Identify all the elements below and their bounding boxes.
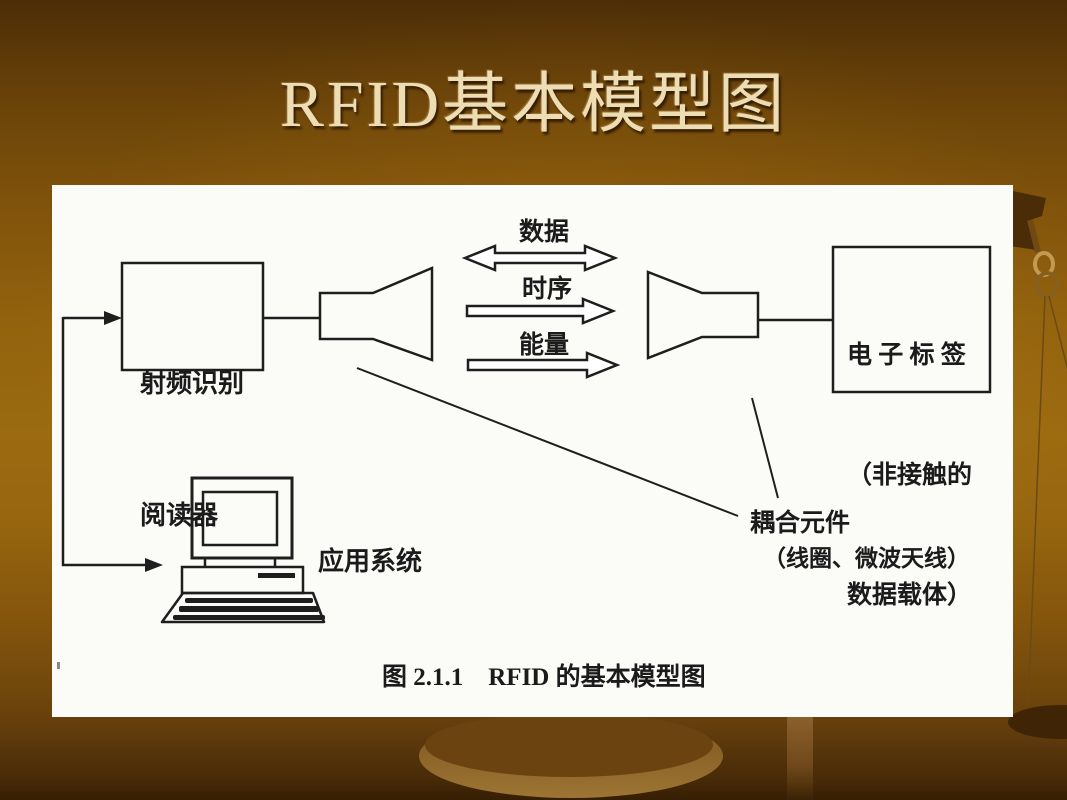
reader-input-arrowhead-icon <box>104 311 122 325</box>
keyboard-row <box>185 598 313 603</box>
diagram-panel: 射频识别 阅读器 数据 时序 能量 电 子 标 签 （非接触的 数据载体） 耦合… <box>52 185 1013 717</box>
reader-box-line2: 阅读器 <box>140 501 219 530</box>
tag-box-label: 电 子 标 签 （非接触的 数据载体） <box>847 256 972 696</box>
reader-box <box>120 261 265 372</box>
horn-antenna-right-icon <box>646 270 760 360</box>
scale-ring-icon <box>1035 271 1059 299</box>
timing-arrow-icon <box>465 297 617 325</box>
figure-caption: 图 2.1.1 RFID 的基本模型图 <box>382 664 706 691</box>
slide-title: RFID基本模型图 <box>279 68 788 141</box>
arrow-label-timing: 时序 <box>521 276 572 303</box>
keyboard-outline <box>160 591 326 624</box>
coupling-label-line2: （线圈、微波天线） <box>763 546 970 571</box>
keyboard-row <box>173 615 325 620</box>
reader-box-label: 射频识别 阅读器 <box>140 274 244 626</box>
scan-speck <box>57 662 60 669</box>
diagram-linework <box>57 244 992 669</box>
coupling-label-line1: 耦合元件 <box>750 510 851 537</box>
tag-box <box>831 245 992 394</box>
monitor-neck <box>203 558 277 567</box>
scale-pole-icon <box>787 714 813 800</box>
horn-antenna-left-icon <box>318 266 434 362</box>
keyboard-row <box>179 606 319 612</box>
scale-string-icon <box>1048 295 1067 370</box>
arrow-label-data: 数据 <box>518 219 569 246</box>
computer-icon <box>160 476 326 624</box>
coupling-pointer-right-line <box>751 397 779 499</box>
reader-box-line1: 射频识别 <box>140 369 245 398</box>
energy-arrow-icon <box>466 351 621 379</box>
application-label: 应用系统 <box>318 547 423 576</box>
monitor-frame <box>190 476 294 560</box>
arrow-label-energy: 能量 <box>518 332 569 359</box>
scale-string-icon <box>1027 295 1046 707</box>
monitor-screen <box>201 490 279 547</box>
scale-pan-interior <box>425 713 713 777</box>
application-arrowhead-icon <box>145 558 163 572</box>
tag-box-line1: 电 子 标 签 <box>847 342 966 369</box>
data-arrow-icon <box>461 244 619 272</box>
case-slot <box>258 573 295 578</box>
tag-box-line2: （非接触的 <box>847 462 973 489</box>
application-feed-line <box>61 317 146 567</box>
scale-beam-icon <box>1008 190 1046 250</box>
scale-hook-icon <box>1027 219 1041 253</box>
scale-pan-shadow-icon <box>1008 705 1067 739</box>
tag-box-line3: 数据载体） <box>847 582 973 609</box>
coupling-pointer-left-line <box>356 367 739 517</box>
